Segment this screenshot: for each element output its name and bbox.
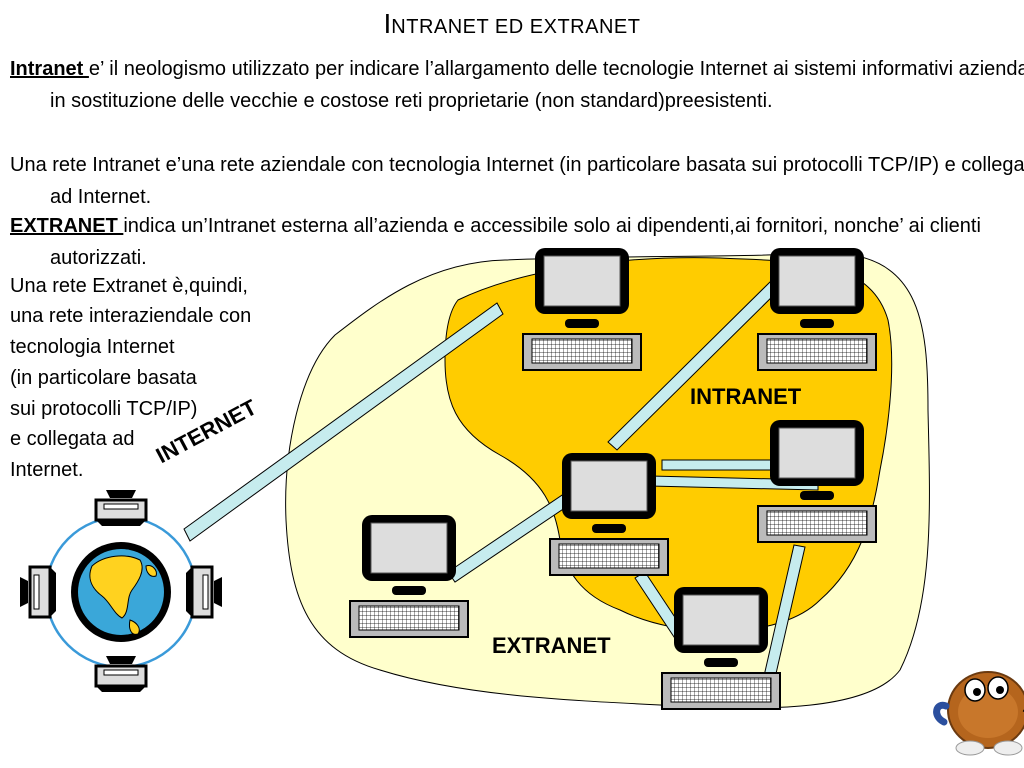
slide-title: INTRANET ED EXTRANET bbox=[383, 8, 641, 39]
label-intranet: INTRANET bbox=[690, 384, 802, 409]
side-text-line: (in particolare basata bbox=[10, 367, 197, 389]
paragraph-extranet: EXTRANET indica un’Intranet esterna all’… bbox=[10, 215, 981, 269]
terminal-bottom-icon bbox=[94, 654, 148, 694]
side-text-line: Internet. bbox=[10, 459, 84, 481]
side-text-line: tecnologia Internet bbox=[10, 336, 175, 358]
internet-cable bbox=[183, 302, 504, 542]
computer-intranet-right-icon bbox=[757, 419, 877, 543]
mascot-icon bbox=[933, 671, 1024, 756]
terminal-top-icon bbox=[94, 488, 148, 528]
side-text-line: Una rete Extranet è,quindi, bbox=[10, 275, 248, 297]
term-extranet: EXTRANET bbox=[10, 215, 124, 237]
internet-globe-icon bbox=[44, 515, 198, 669]
computer-intranet-hub-icon bbox=[549, 452, 669, 576]
term-intranet: Intranet bbox=[10, 58, 89, 80]
paragraph-intranet: Intranet e’ il neologismo utilizzato per… bbox=[10, 58, 1024, 112]
paragraph-intranet-definition: Una rete Intranet e’una rete aziendale c… bbox=[10, 154, 1024, 208]
side-text-line: una rete interaziendale con bbox=[10, 305, 252, 327]
terminal-left-icon bbox=[18, 565, 58, 619]
network-cables bbox=[183, 278, 819, 679]
label-extranet: EXTRANET bbox=[492, 633, 611, 658]
computer-extranet-bottom-icon bbox=[661, 586, 781, 710]
side-text-line: sui protocolli TCP/IP) bbox=[10, 398, 198, 420]
side-text-line: e collegata ad bbox=[10, 428, 135, 450]
cable-hub-to-intranet-right bbox=[661, 459, 786, 471]
computer-extranet-left-icon bbox=[349, 514, 469, 638]
terminal-right-icon bbox=[184, 565, 224, 619]
